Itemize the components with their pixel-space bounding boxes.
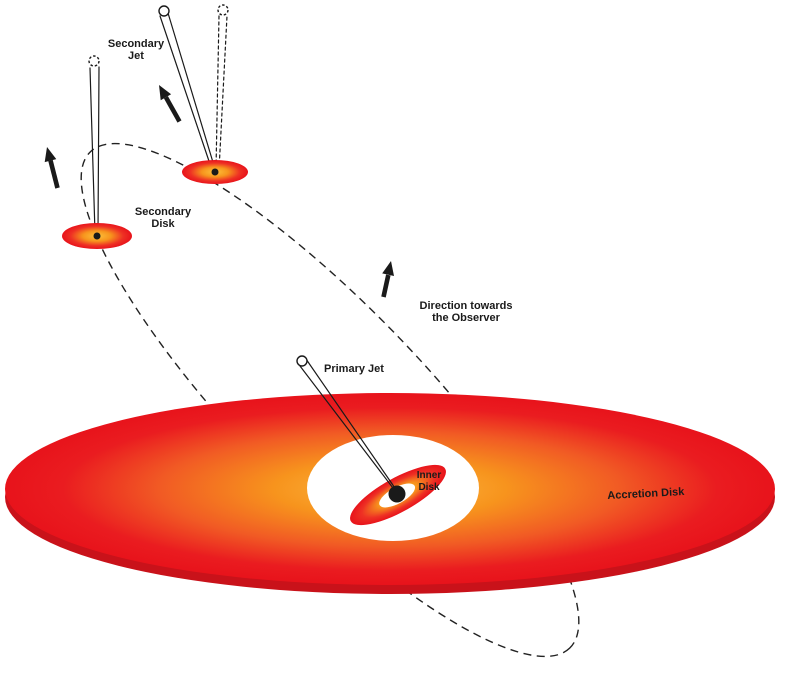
- label-inner-disk-line1: Inner: [417, 470, 442, 481]
- label-direction-line1: Direction towards: [420, 300, 513, 312]
- secondary-disk-right-center-dot: [211, 168, 219, 176]
- label-secondary-jet-line1: Secondary: [108, 38, 165, 50]
- arrow-head: [382, 261, 394, 276]
- label-secondary-disk-line1: Secondary: [135, 206, 192, 218]
- arrow-shaft: [48, 159, 60, 189]
- label-primary-jet: Primary Jet: [324, 363, 384, 375]
- arrow-head: [159, 85, 172, 101]
- precession-arrow-middle-icon: [159, 85, 182, 123]
- primary-jet-line-1: [299, 365, 397, 493]
- observer-direction-arrow-icon: [381, 261, 394, 298]
- label-secondary-disk-line2: Disk: [151, 218, 175, 230]
- secondary-jet-right-dotted-line-1: [215, 15, 220, 170]
- secondary-jet-right-solid-line-1: [159, 15, 213, 171]
- precession-arrow-left-icon: [44, 147, 60, 189]
- label-inner-disk-line2: Disk: [418, 482, 440, 493]
- precession-orbit-path: [80, 142, 580, 658]
- primary-jet-line-2: [305, 358, 398, 492]
- secondary-jet-right-dotted-line-2: [218, 15, 228, 171]
- secondary-jet-right-knot-dashed: [217, 4, 229, 16]
- arrow-head: [44, 147, 57, 163]
- primary-jet-knot: [296, 355, 308, 367]
- label-direction-line2: the Observer: [432, 312, 501, 324]
- secondary-jet-left-line-2: [97, 66, 100, 234]
- secondary-jet-right-solid-line-2: [167, 12, 216, 170]
- secondary-disk-left-center-dot: [93, 232, 101, 240]
- secondary-jet-right-knot: [158, 5, 170, 17]
- secondary-jet-left-knot-dashed: [88, 55, 100, 67]
- label-accretion-disk: Accretion Disk: [607, 486, 685, 502]
- secondary-jet-left-line-1: [89, 67, 96, 234]
- arrow-shaft: [163, 96, 182, 123]
- central-black-hole-dot: [388, 485, 406, 503]
- label-secondary-jet-line2: Jet: [128, 50, 144, 62]
- arrow-shaft: [381, 274, 391, 298]
